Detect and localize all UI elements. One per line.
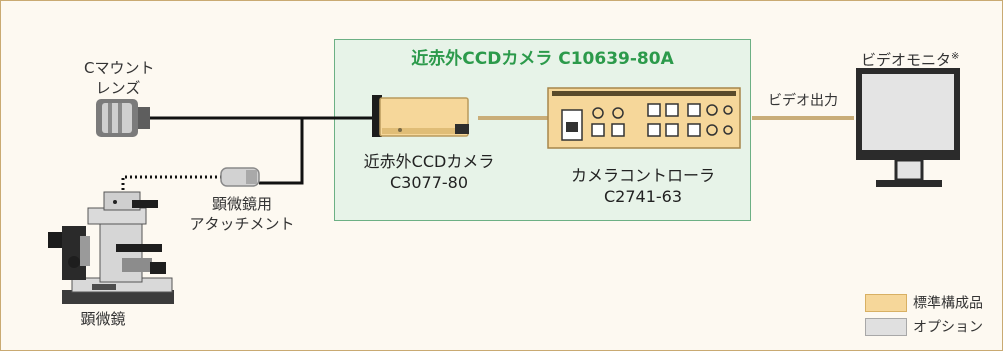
legend-standard-label: 標準構成品 bbox=[913, 295, 983, 312]
microscope-adapter-line2: アタッチメント bbox=[189, 215, 295, 233]
camera-controller-model: C2741-63 bbox=[603, 187, 683, 206]
nir-camera-label: 近赤外CCDカメラ C3077-80 bbox=[359, 151, 499, 193]
video-monitor-icon bbox=[856, 68, 960, 187]
video-monitor-label: ビデオモニタ※ bbox=[861, 47, 959, 70]
video-monitor-note-mark: ※ bbox=[951, 51, 960, 62]
nir-camera-icon bbox=[372, 95, 469, 137]
microscope-label: 顕微鏡 bbox=[80, 310, 126, 328]
microscope-icon bbox=[48, 191, 174, 304]
video-output-label: ビデオ出力 bbox=[768, 93, 838, 109]
c-mount-lens-label: Cマウント レンズ bbox=[84, 58, 155, 98]
legend-option-swatch bbox=[865, 317, 907, 336]
camera-controller-label: カメラコントローラ C2741-63 bbox=[563, 165, 723, 207]
microscope-adapter-line1: 顕微鏡用 bbox=[211, 195, 272, 213]
legend-standard-swatch bbox=[865, 293, 907, 312]
camera-controller-name: カメラコントローラ bbox=[570, 166, 715, 185]
c-mount-lens-line2: レンズ bbox=[95, 79, 141, 97]
microscope-adapter-icon bbox=[220, 167, 260, 187]
optical-connections bbox=[150, 116, 375, 185]
nir-camera-name: 近赤外CCDカメラ bbox=[363, 152, 495, 171]
adapter-branch-line bbox=[259, 118, 304, 185]
c-mount-lens-icon bbox=[96, 99, 150, 137]
legend-option-label: オプション bbox=[913, 319, 983, 336]
system-title: 近赤外CCDカメラ C10639-80A bbox=[411, 49, 674, 69]
microscope-adapter-label: 顕微鏡用 アタッチメント bbox=[180, 194, 304, 234]
microscope-dotted-line bbox=[121, 175, 222, 193]
nir-camera-model: C3077-80 bbox=[389, 173, 469, 192]
video-monitor-name: ビデオモニタ bbox=[861, 51, 952, 69]
legend-standard: 標準構成品 bbox=[865, 292, 983, 313]
c-mount-lens-line1: Cマウント bbox=[84, 59, 155, 77]
legend-option: オプション bbox=[865, 316, 983, 337]
camera-controller-icon bbox=[547, 87, 741, 149]
